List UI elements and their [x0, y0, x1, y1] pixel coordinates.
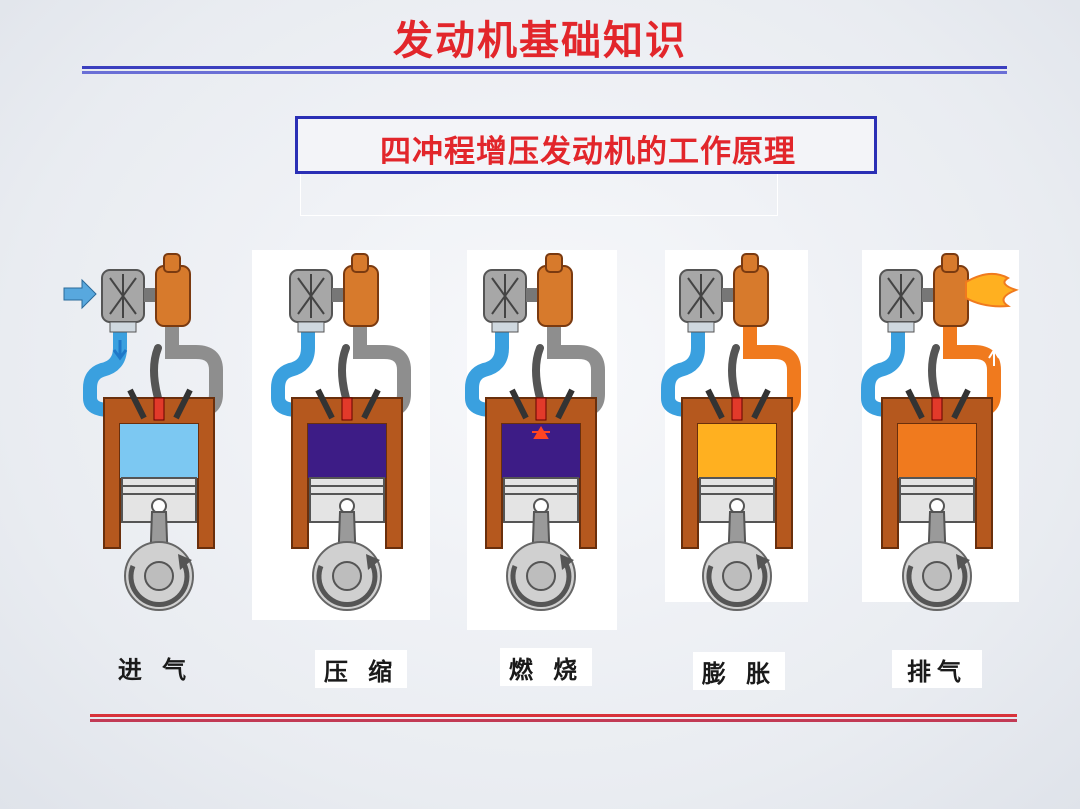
turbine-outlet [545, 253, 563, 273]
spark-icon [532, 426, 550, 439]
piston-rings [504, 485, 578, 495]
fuel-injector [728, 344, 740, 402]
piston-rings [700, 485, 774, 495]
turbo-shaft [332, 288, 346, 302]
turbo-shaft [922, 288, 936, 302]
piston-pin [151, 498, 167, 514]
turbo-turbine-icon [343, 265, 379, 327]
engine-diagram-intake [63, 253, 223, 611]
intake-pipe [465, 319, 527, 417]
intake-pipe [83, 319, 145, 417]
piston-rings [900, 485, 974, 495]
crank-hub [722, 561, 752, 591]
turbo-turbine-icon [537, 265, 573, 327]
compressor-wheel-icon [109, 274, 137, 318]
fuel-injector [338, 344, 350, 402]
compressor-flange [491, 321, 519, 333]
exhaust-pipe [943, 315, 1001, 417]
fuel-injector [150, 344, 162, 402]
turbo-shaft [722, 288, 736, 302]
spark-plug-icon [731, 397, 743, 421]
intake-pipe [271, 319, 333, 417]
rotation-arrowhead-icon [178, 554, 192, 570]
crank-hub [526, 561, 556, 591]
rotation-arrowhead-icon [560, 554, 574, 570]
engine-diagram-combustion [465, 253, 605, 611]
combustion-chamber [308, 424, 386, 478]
piston-rings [122, 485, 196, 495]
combustion-chamber [698, 424, 776, 478]
turbine-outlet [351, 253, 369, 273]
spark-plug-icon [931, 397, 943, 421]
fuel-injector [928, 344, 940, 402]
intake-arrow-icon [63, 278, 97, 310]
piston-rings [310, 485, 384, 495]
spark-plug-icon [535, 397, 547, 421]
spark-plug-icon [341, 397, 353, 421]
crank-hub [144, 561, 174, 591]
crank-hub [332, 561, 362, 591]
valves [315, 388, 381, 420]
rotation-arrowhead-icon [756, 554, 770, 570]
rotation-arrowhead-icon [956, 554, 970, 570]
turbine-outlet [163, 253, 181, 273]
rotation-arrow-icon [510, 562, 572, 607]
rotation-arrow-icon [128, 562, 190, 607]
compressor-flange [109, 321, 137, 333]
turbo-turbine-icon [733, 265, 769, 327]
piston-pin [533, 498, 549, 514]
exhaust-flame-icon [965, 272, 1019, 308]
subtitle: 四冲程增压发动机的工作原理 [380, 134, 796, 170]
subtitle-box [295, 116, 877, 174]
turbo-shaft [526, 288, 540, 302]
exhaust-pipe [165, 315, 223, 417]
stage-label-exhaust: 排气 [892, 650, 982, 688]
compressor-wheel-icon [887, 274, 915, 318]
turbo-shaft [144, 288, 158, 302]
top-divider [82, 66, 1007, 74]
valves [509, 388, 575, 420]
rotation-arrow-icon [906, 562, 968, 607]
turbo-turbine-icon [155, 265, 191, 327]
bottom-divider [90, 714, 1017, 722]
exhaust-flow-arrow-icon [988, 348, 1000, 366]
valves [705, 388, 771, 420]
piston-pin [929, 498, 945, 514]
crank-hub [922, 561, 952, 591]
engine-diagram-exhaust [861, 253, 1019, 611]
exhaust-pipe [547, 315, 605, 417]
engine-diagram-expansion [661, 253, 801, 611]
compressor-wheel-icon [297, 274, 325, 318]
intake-pipe [861, 319, 923, 417]
compressor-wheel-icon [491, 274, 519, 318]
piston-pin [729, 498, 745, 514]
rotation-arrow-icon [706, 562, 768, 607]
intake-pipe [661, 319, 723, 417]
stage-label-expansion: 膨 胀 [693, 652, 785, 690]
rotation-arrowhead-icon [366, 554, 380, 570]
turbo-turbine-icon [933, 265, 969, 327]
fuel-injector [532, 344, 544, 402]
page-title: 发动机基础知识 [393, 18, 687, 64]
valves [127, 388, 193, 420]
engine-diagram-compression [271, 253, 411, 611]
turbine-outlet [741, 253, 759, 273]
exhaust-pipe [353, 315, 411, 417]
combustion-chamber [898, 424, 976, 478]
valves [905, 388, 971, 420]
airflow-arrow-icon [112, 340, 128, 361]
piston-pin [339, 498, 355, 514]
stage-label-combustion: 燃 烧 [500, 648, 592, 686]
stage-label-compression: 压 缩 [315, 650, 407, 688]
stage-label-intake: 进 气 [117, 655, 193, 684]
turbine-outlet [941, 253, 959, 273]
combustion-chamber [120, 424, 198, 478]
spark-plug-icon [153, 397, 165, 421]
compressor-flange [297, 321, 325, 333]
compressor-wheel-icon [687, 274, 715, 318]
rotation-arrow-icon [316, 562, 378, 607]
compressor-flange [687, 321, 715, 333]
exhaust-pipe [743, 315, 801, 417]
compressor-flange [887, 321, 915, 333]
